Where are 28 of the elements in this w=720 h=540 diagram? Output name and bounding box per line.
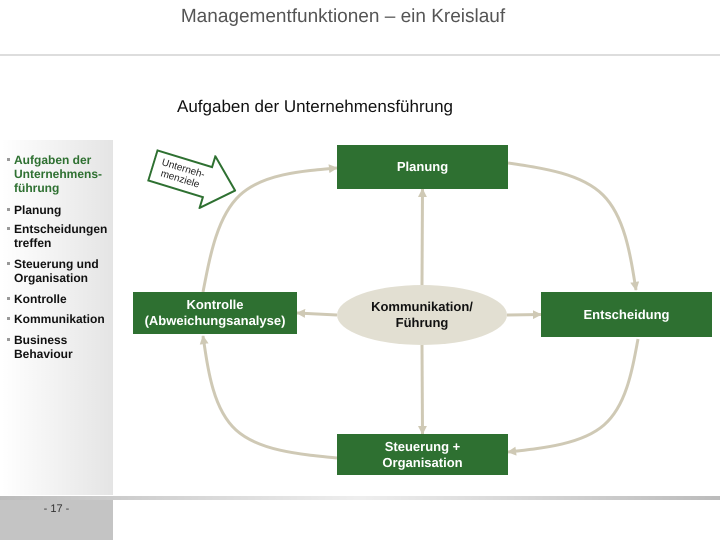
arrow <box>296 308 338 318</box>
arrow <box>418 188 427 286</box>
page-number: - 17 - <box>42 503 70 515</box>
process-ellipse <box>337 285 507 345</box>
arrow <box>200 335 338 460</box>
node-label: Planung <box>396 159 450 175</box>
node-label: Steuerung + Organisation <box>381 438 464 470</box>
arrow <box>507 338 640 456</box>
sidebar-item: Steuerung und Organisation <box>14 257 100 285</box>
node-label: Entscheidung <box>582 306 670 322</box>
arrow <box>508 162 640 291</box>
sidebar-item: Kontrolle <box>14 292 68 306</box>
title: Managementfunktionen – ein Kreislauf <box>180 6 506 28</box>
process-box <box>337 434 508 475</box>
sidebar-item: Kommunikation <box>14 312 106 326</box>
sidebar-item: Business Behaviour <box>14 333 74 361</box>
process-box <box>133 292 297 334</box>
arrow <box>418 344 427 435</box>
subtitle: Aufgaben der Unternehmensführung <box>176 97 454 117</box>
node-label: Kontrolle (Abweichungsanalyse) <box>144 297 286 329</box>
sidebar-item: Planung <box>14 203 62 217</box>
arrow <box>506 310 542 320</box>
process-box <box>541 292 712 337</box>
sidebar-item: Entscheidungen treffen <box>14 222 108 250</box>
process-box <box>337 145 508 189</box>
node-label: Kommunikation/ Führung <box>370 299 474 331</box>
arrow <box>202 164 338 292</box>
sidebar-item: Aufgaben der Unternehmens- führung <box>14 153 104 195</box>
